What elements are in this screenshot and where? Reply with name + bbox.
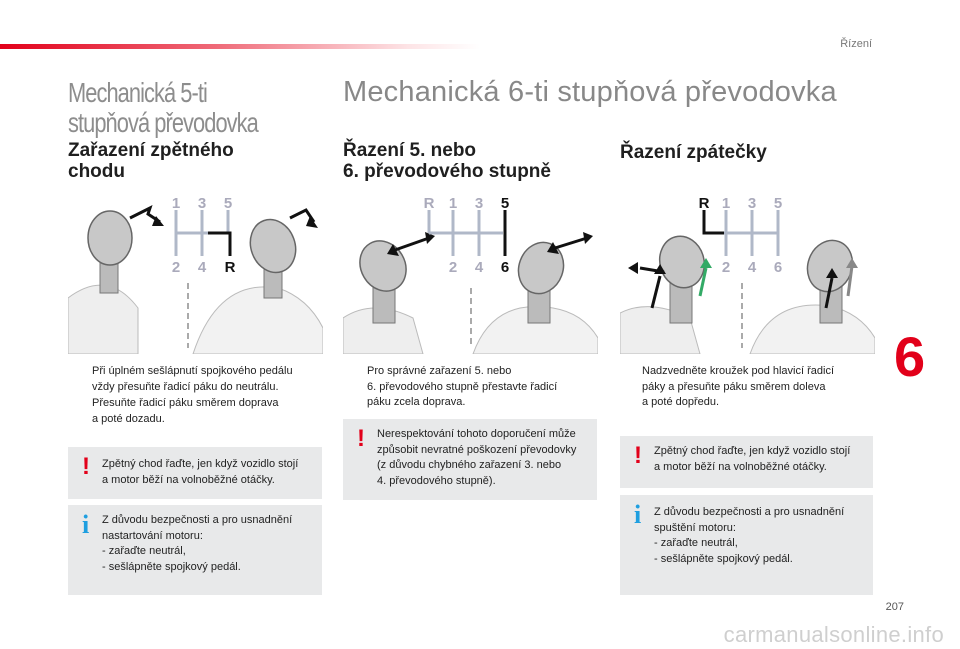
gear-label-active: R	[699, 195, 710, 212]
gear-label: 3	[475, 195, 483, 212]
instructions-5-6: Pro správné zařazení 5. nebo 6. převodov…	[345, 364, 597, 412]
gear-label: 2	[449, 259, 457, 276]
watermark: carmanualsonline.info	[723, 622, 944, 647]
gear-label: 5	[224, 195, 232, 212]
page-number: 207	[885, 601, 904, 613]
bullet-marker	[620, 366, 629, 375]
info-note: i Z důvodu bezpečnosti a pro usnadnění n…	[68, 505, 322, 595]
warning-icon: !	[82, 453, 90, 480]
bullet-marker	[70, 366, 79, 375]
shift-pattern-5speed	[174, 210, 230, 256]
gear-label: 4	[748, 259, 757, 276]
gear-label: 3	[198, 195, 206, 212]
instructions-reverse-6: Nadzvedněte kroužek pod hlavicí řadicí p…	[620, 364, 875, 412]
gear-label: 4	[198, 259, 207, 276]
gearshift-figure-5speed: 1 3 5 2 4 R	[68, 188, 323, 354]
instructions-reverse: Při úplném sešlápnutí spojkového pedálu …	[70, 364, 322, 428]
warning-icon: !	[634, 442, 642, 469]
warning-icon: !	[357, 425, 365, 452]
info-note: i Z důvodu bezpečnosti a pro usnadnění s…	[620, 495, 873, 595]
gear-label: 2	[172, 259, 180, 276]
page-title: Mechanická 6-ti stupňová převodovka	[343, 76, 837, 108]
left-section-title: Mechanická 5-ti stupňová převodovka	[68, 77, 259, 138]
gear-label: 1	[722, 195, 730, 212]
knob-right	[517, 241, 565, 324]
info-icon: i	[82, 510, 90, 539]
bullet-marker	[70, 398, 79, 407]
chapter-number: 6	[894, 325, 926, 388]
knob-right	[249, 218, 297, 299]
shift-pattern-6speed	[427, 210, 503, 256]
info-icon: i	[634, 500, 642, 529]
knob-right	[806, 239, 854, 324]
knob-left	[87, 210, 133, 294]
list-item: Pro správné zařazení 5. nebo 6. převodov…	[345, 364, 597, 411]
bullet-marker	[345, 366, 354, 375]
gear-label: 2	[722, 259, 730, 276]
section-heading-reverse-6: Řazení zpátečky	[620, 142, 767, 163]
gear-label: 1	[172, 195, 180, 212]
section-heading-5-6: Řazení 5. nebo 6. převodového stupně	[343, 140, 551, 182]
gear-label-active: R	[225, 259, 236, 276]
gear-label-active: 6	[501, 259, 509, 276]
gear-label: 6	[774, 259, 782, 276]
gear-label: 5	[774, 195, 782, 212]
section-heading-reverse: Zařazení zpětného chodu	[68, 140, 234, 182]
gearshift-figure-6speed-reverse: R 1 3 5 2 4 6	[620, 188, 875, 354]
list-item: Nadzvedněte kroužek pod hlavicí řadicí p…	[620, 364, 875, 411]
gear-label: 4	[475, 259, 484, 276]
gear-label: R	[424, 195, 435, 212]
warning-note: ! Zpětný chod řaďte, jen když vozidlo st…	[620, 436, 873, 488]
gear-label: 1	[449, 195, 457, 212]
gearshift-figure-6speed-5-6: R 1 3 5 2 4 6	[343, 188, 598, 354]
header-accent-bar	[0, 44, 480, 49]
warning-note: ! Zpětný chod řaďte, jen když vozidlo st…	[68, 447, 322, 499]
list-item: Přesuňte řadicí páku směrem doprava a po…	[70, 396, 322, 427]
list-item: Při úplném sešlápnutí spojkového pedálu …	[70, 364, 322, 395]
knob-left	[658, 235, 706, 324]
gear-label-active: 5	[501, 195, 509, 212]
chapter-title: Řízení	[840, 38, 872, 50]
warning-note: ! Nerespektování tohoto doporučení může …	[343, 419, 597, 500]
gear-label: 3	[748, 195, 756, 212]
